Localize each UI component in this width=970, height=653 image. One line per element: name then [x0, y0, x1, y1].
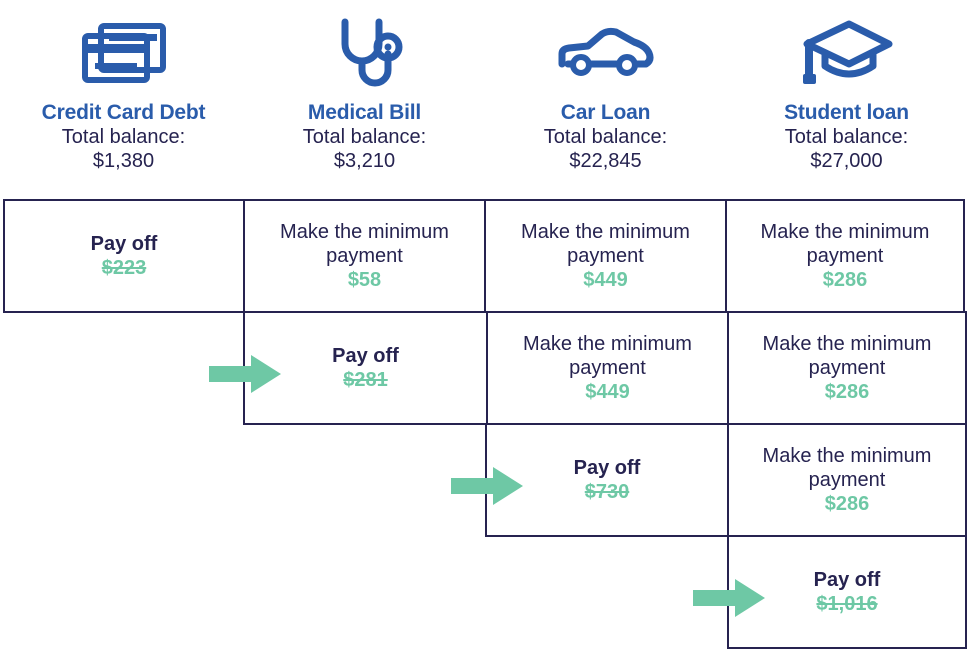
debt-name: Car Loan — [560, 101, 651, 124]
cell-action: Make the minimum payment — [762, 444, 932, 491]
cell-amount: $286 — [822, 268, 868, 291]
debt-column-medical-bill: Medical Bill Total balance: $3,210 — [244, 0, 485, 199]
cell-amount: $449 — [583, 268, 628, 291]
debt-balance-label: Total balance: — [61, 126, 186, 149]
plan-cell[interactable]: Make the minimum payment $58 — [243, 199, 486, 313]
plan-cell[interactable]: Make the minimum payment $286 — [725, 199, 965, 313]
debt-balance-value: $1,380 — [92, 150, 155, 173]
plan-cell[interactable]: Pay off $281 — [243, 311, 488, 425]
cell-amount: $449 — [585, 380, 630, 403]
debt-balance-label: Total balance: — [543, 126, 668, 149]
debt-name: Credit Card Debt — [41, 101, 206, 124]
plan-cell[interactable]: Pay off $223 — [3, 199, 245, 313]
plan-cell[interactable]: Pay off $1,016 — [727, 535, 967, 649]
cell-action: Make the minimum payment — [760, 220, 930, 267]
cell-amount: $58 — [347, 268, 382, 291]
cell-amount: $730 — [584, 480, 630, 503]
stethoscope-icon — [319, 8, 411, 100]
cell-action: Make the minimum payment — [280, 220, 449, 267]
debt-column-credit-card: Credit Card Debt Total balance: $1,380 — [3, 0, 244, 199]
plan-row: Pay off $730 Make the minimum payment $2… — [485, 423, 967, 537]
plan-row: Pay off $223 Make the minimum payment $5… — [3, 199, 967, 313]
debt-balance-value: $3,210 — [333, 150, 396, 173]
cell-action: Pay off — [813, 568, 881, 591]
debt-balance-label: Total balance: — [302, 126, 427, 149]
cell-action: Make the minimum payment — [762, 332, 932, 379]
debt-header-row: Credit Card Debt Total balance: $1,380 M… — [3, 0, 967, 199]
plan-cell[interactable]: Pay off $730 — [485, 423, 729, 537]
cell-action: Pay off — [90, 232, 158, 255]
plan-row: Pay off $281 Make the minimum payment $4… — [243, 311, 967, 425]
debt-balance-value: $22,845 — [569, 150, 642, 173]
plan-row: Pay off $1,016 — [727, 535, 967, 649]
plan-cell[interactable]: Make the minimum payment $449 — [484, 199, 727, 313]
payoff-plan-grid: Pay off $223 Make the minimum payment $5… — [3, 199, 967, 649]
cell-action: Make the minimum payment — [523, 332, 692, 379]
debt-name: Medical Bill — [307, 101, 422, 124]
graduation-cap-icon — [799, 8, 895, 100]
cell-action: Make the minimum payment — [521, 220, 690, 267]
cell-action: Pay off — [332, 344, 399, 367]
plan-cell[interactable]: Make the minimum payment $449 — [486, 311, 729, 425]
cell-amount: $286 — [824, 380, 870, 403]
plan-cell[interactable]: Make the minimum payment $286 — [727, 423, 967, 537]
debt-balance-value: $27,000 — [810, 150, 883, 173]
plan-cell[interactable]: Make the minimum payment $286 — [727, 311, 967, 425]
cell-amount: $281 — [343, 368, 388, 391]
cell-amount: $286 — [824, 492, 870, 515]
credit-card-icon — [78, 8, 170, 100]
debt-balance-label: Total balance: — [784, 126, 909, 149]
debt-column-car-loan: Car Loan Total balance: $22,845 — [485, 0, 726, 199]
cell-action: Pay off — [573, 456, 641, 479]
debt-column-student-loan: Student loan Total balance: $27,000 — [726, 0, 967, 199]
cell-amount: $1,016 — [816, 592, 878, 615]
debt-name: Student loan — [784, 101, 909, 124]
car-icon — [554, 8, 658, 100]
cell-amount: $223 — [101, 256, 147, 279]
